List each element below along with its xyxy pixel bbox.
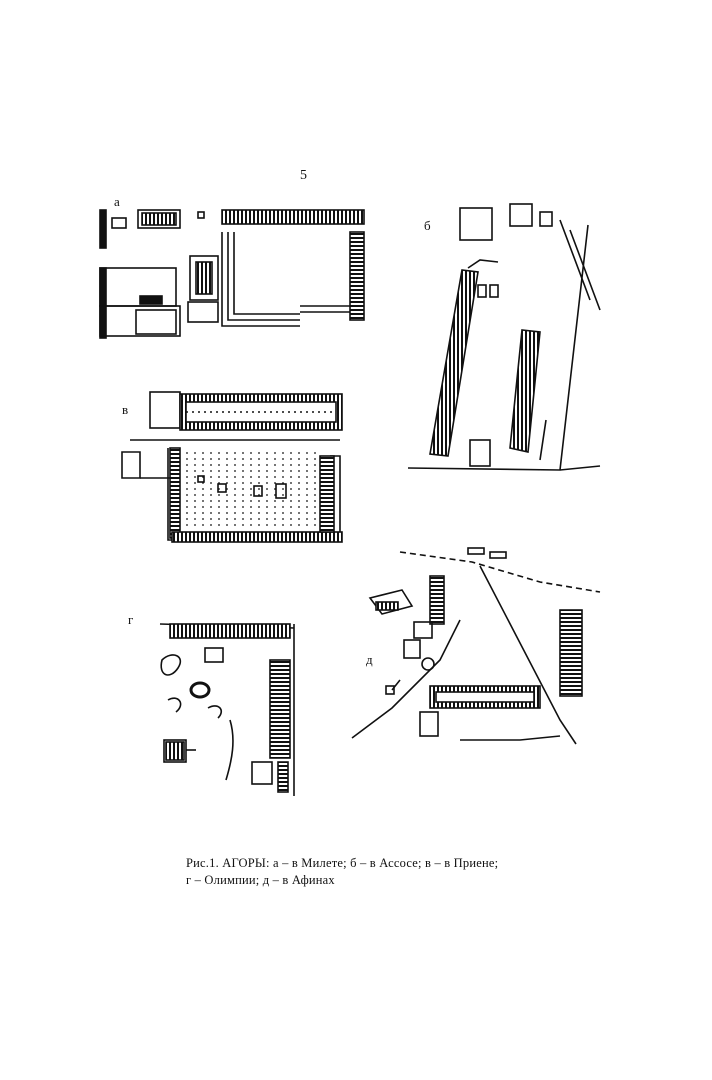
plan-priene xyxy=(121,391,343,543)
figure-caption: Рис.1. АГОРЫ: а – в Милете; б – в Ассосе… xyxy=(186,855,586,889)
label-b: б xyxy=(424,218,431,233)
plan-assos xyxy=(407,203,601,471)
label-d: д xyxy=(366,652,373,667)
plan-athens xyxy=(351,547,601,745)
label-v: в xyxy=(122,402,129,417)
page-number: 5 xyxy=(300,168,307,183)
label-g: г xyxy=(128,612,134,627)
plan-olympia xyxy=(159,623,295,796)
label-a: а xyxy=(114,194,120,209)
caption-line-1: Рис.1. АГОРЫ: а – в Милете; б – в Ассосе… xyxy=(186,856,499,870)
plan-miletus xyxy=(99,209,365,339)
caption-line-2: г – Олимпии; д – в Афинах xyxy=(186,873,335,887)
